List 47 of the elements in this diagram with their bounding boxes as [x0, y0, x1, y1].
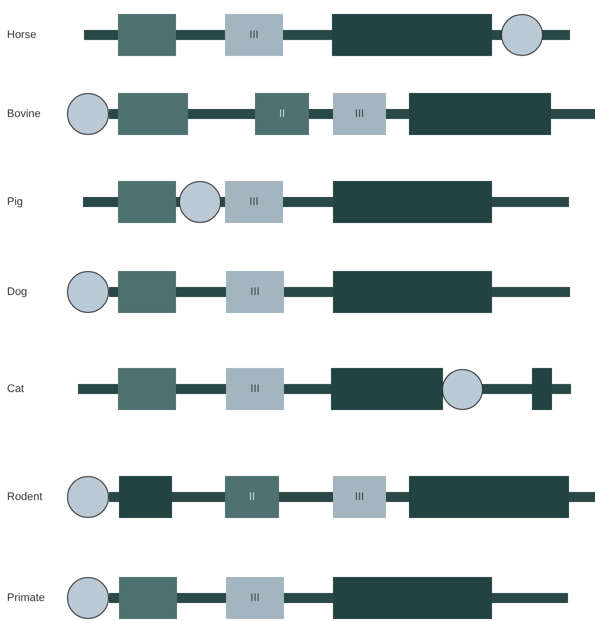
- circle-marker: [67, 476, 109, 518]
- exon-block: [226, 271, 284, 313]
- exon-number: III: [354, 491, 364, 503]
- species-label: Rodent: [7, 491, 42, 503]
- exon-block: [333, 577, 492, 619]
- exon-block: [119, 577, 177, 619]
- exon-block: [409, 93, 551, 135]
- exon-block: [118, 368, 176, 410]
- exon-block: [333, 181, 492, 223]
- exon-block: [333, 476, 386, 518]
- species-label: Primate: [7, 592, 45, 604]
- exon-number: III: [250, 286, 260, 298]
- exon-block: [226, 577, 284, 619]
- exon-block: [118, 93, 188, 135]
- exon-block: [409, 476, 569, 518]
- exon-block: [255, 93, 309, 135]
- exon-number: III: [250, 383, 260, 395]
- exon-block: [331, 368, 443, 410]
- species-label: Dog: [7, 286, 28, 298]
- exon-block: [118, 181, 176, 223]
- exon-block: [225, 476, 279, 518]
- circle-marker: [179, 181, 221, 223]
- species-label: Bovine: [7, 108, 41, 120]
- exon-block: [118, 14, 176, 56]
- exon-block: [332, 14, 492, 56]
- exon-block: [226, 368, 284, 410]
- exon-block: [333, 93, 386, 135]
- exon-block: [225, 181, 283, 223]
- exon-block: [225, 14, 283, 56]
- species-label: Horse: [7, 29, 36, 41]
- species-label: Pig: [7, 196, 23, 208]
- circle-marker: [501, 14, 543, 56]
- exon-block: [333, 271, 492, 313]
- exon-block: [119, 476, 172, 518]
- exon-block: [532, 368, 552, 410]
- exon-number: III: [354, 108, 364, 120]
- circle-marker: [67, 577, 109, 619]
- circle-marker: [67, 93, 109, 135]
- exon-number: II: [278, 108, 286, 120]
- exon-block: [118, 271, 176, 313]
- exon-number: III: [250, 592, 260, 604]
- species-label: Cat: [7, 383, 24, 395]
- exon-number: III: [249, 196, 259, 208]
- circle-marker: [442, 368, 483, 410]
- exon-number: II: [248, 491, 256, 503]
- exon-number: III: [249, 29, 259, 41]
- circle-marker: [67, 271, 109, 313]
